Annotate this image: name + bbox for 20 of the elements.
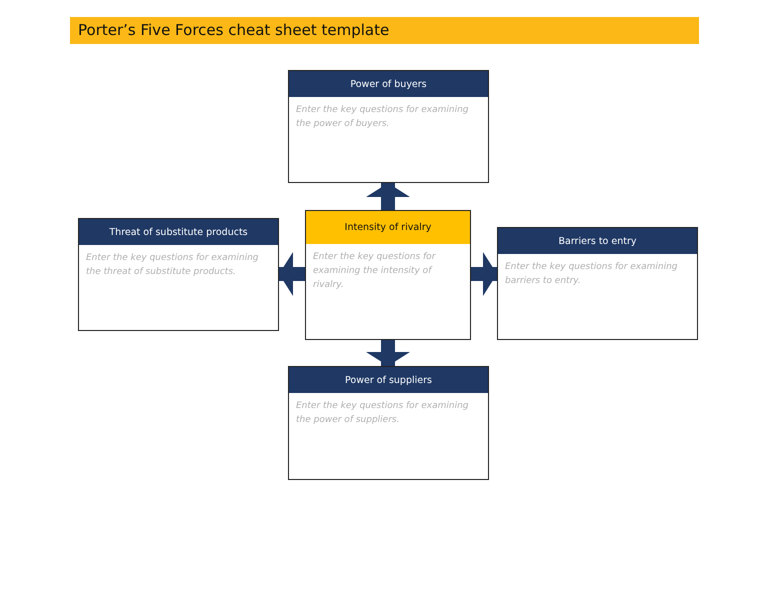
block-arrow	[471, 252, 497, 296]
title-bar: Porter’s Five Forces cheat sheet template	[70, 17, 699, 44]
card-header: Intensity of rivalry	[306, 211, 470, 244]
block-arrow	[366, 340, 410, 366]
form-card	[497, 227, 698, 340]
placeholder-text: Enter the key questions for examining the intensity of rivalry.	[312, 251, 437, 292]
placeholder-text: Enter the key questions for examining the threat of substitute products.	[85, 252, 260, 279]
form-card	[305, 210, 471, 340]
form-card	[288, 366, 489, 480]
block-arrow	[279, 252, 305, 296]
card-header: Barriers to entry	[498, 228, 697, 254]
card-header: Power of buyers	[289, 71, 488, 97]
form-card	[78, 218, 279, 331]
form-card	[288, 70, 489, 183]
placeholder-text: Enter the key questions for examining barriers to entry.	[504, 261, 679, 288]
placeholder-text: Enter the key questions for examining the power of suppliers.	[295, 400, 470, 427]
placeholder-text: Enter the key questions for examining the power of buyers.	[295, 104, 470, 131]
card-header: Power of suppliers	[289, 367, 488, 393]
block-arrow	[366, 183, 410, 210]
card-header: Threat of substitute products	[79, 219, 278, 245]
